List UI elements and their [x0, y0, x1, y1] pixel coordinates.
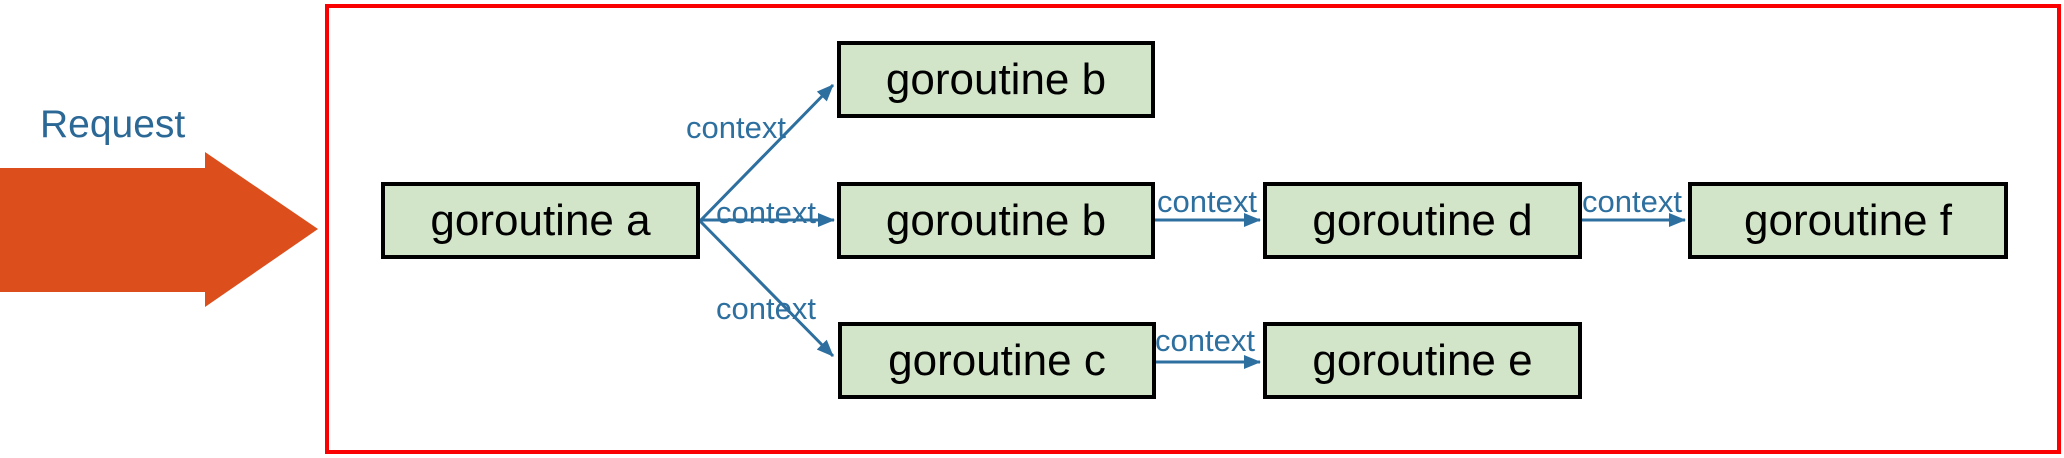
- edge-a-to-c: [698, 219, 835, 358]
- node-goroutine-d: goroutine d: [1263, 182, 1582, 259]
- node-goroutine-b-top: goroutine b: [837, 41, 1155, 118]
- node-goroutine-b: goroutine b: [837, 182, 1155, 259]
- node-goroutine-e: goroutine e: [1263, 322, 1582, 399]
- node-goroutine-f: goroutine f: [1688, 182, 2008, 259]
- edge-label-context-c-e: context: [1155, 323, 1255, 358]
- node-goroutine-a: goroutine a: [381, 182, 700, 259]
- edge-label-context-a-b: context: [716, 195, 816, 230]
- edge-label-context-d-f: context: [1582, 184, 1682, 219]
- request-arrow-icon: [0, 152, 318, 307]
- node-goroutine-c: goroutine c: [838, 322, 1156, 399]
- edge-label-context-a-c: context: [716, 291, 816, 326]
- request-scope-frame: [325, 4, 2061, 454]
- edge-label-context-a-b-top: context: [686, 110, 786, 145]
- edge-a-to-b-top: [698, 83, 835, 223]
- edge-label-context-b-d: context: [1157, 184, 1257, 219]
- request-label: Request: [40, 103, 186, 146]
